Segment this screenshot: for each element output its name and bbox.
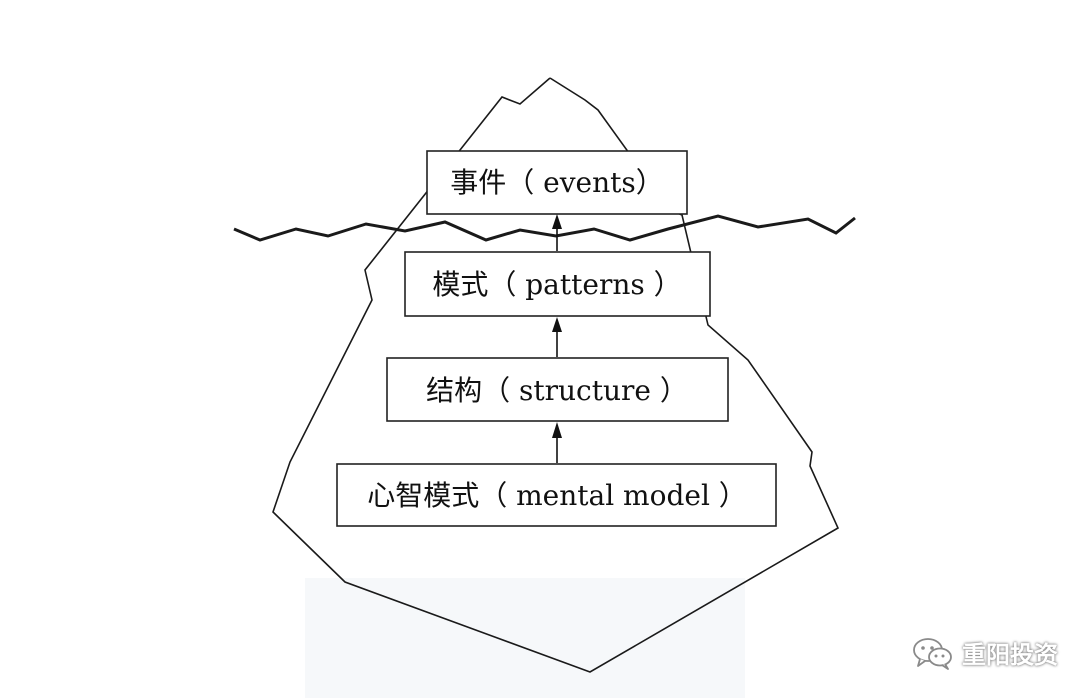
layer-mental-model-label: 心智模式（ mental model ） [367, 479, 747, 512]
layer-structure-box: 结构（ structure ） [386, 357, 729, 422]
layer-events-box: 事件（ events） [426, 150, 688, 215]
layer-structure-label: 结构（ structure ） [426, 374, 688, 407]
watermark-text: 重阳投资 [962, 641, 1058, 669]
layer-events-label: 事件（ events） [450, 166, 664, 199]
layer-mental-model-box: 心智模式（ mental model ） [336, 463, 777, 527]
arrow-patterns-to-events [552, 214, 562, 251]
watermark: 重阳投资 [912, 635, 1058, 670]
layer-patterns-box: 模式（ patterns ） [404, 251, 711, 317]
arrow-structure-to-patterns [552, 317, 562, 357]
wechat-icon [913, 637, 952, 670]
water-surface-line [233, 214, 856, 242]
layer-patterns-label: 模式（ patterns ） [432, 268, 681, 301]
arrow-mental-model-to-structure [552, 422, 562, 463]
background-band [305, 578, 745, 698]
